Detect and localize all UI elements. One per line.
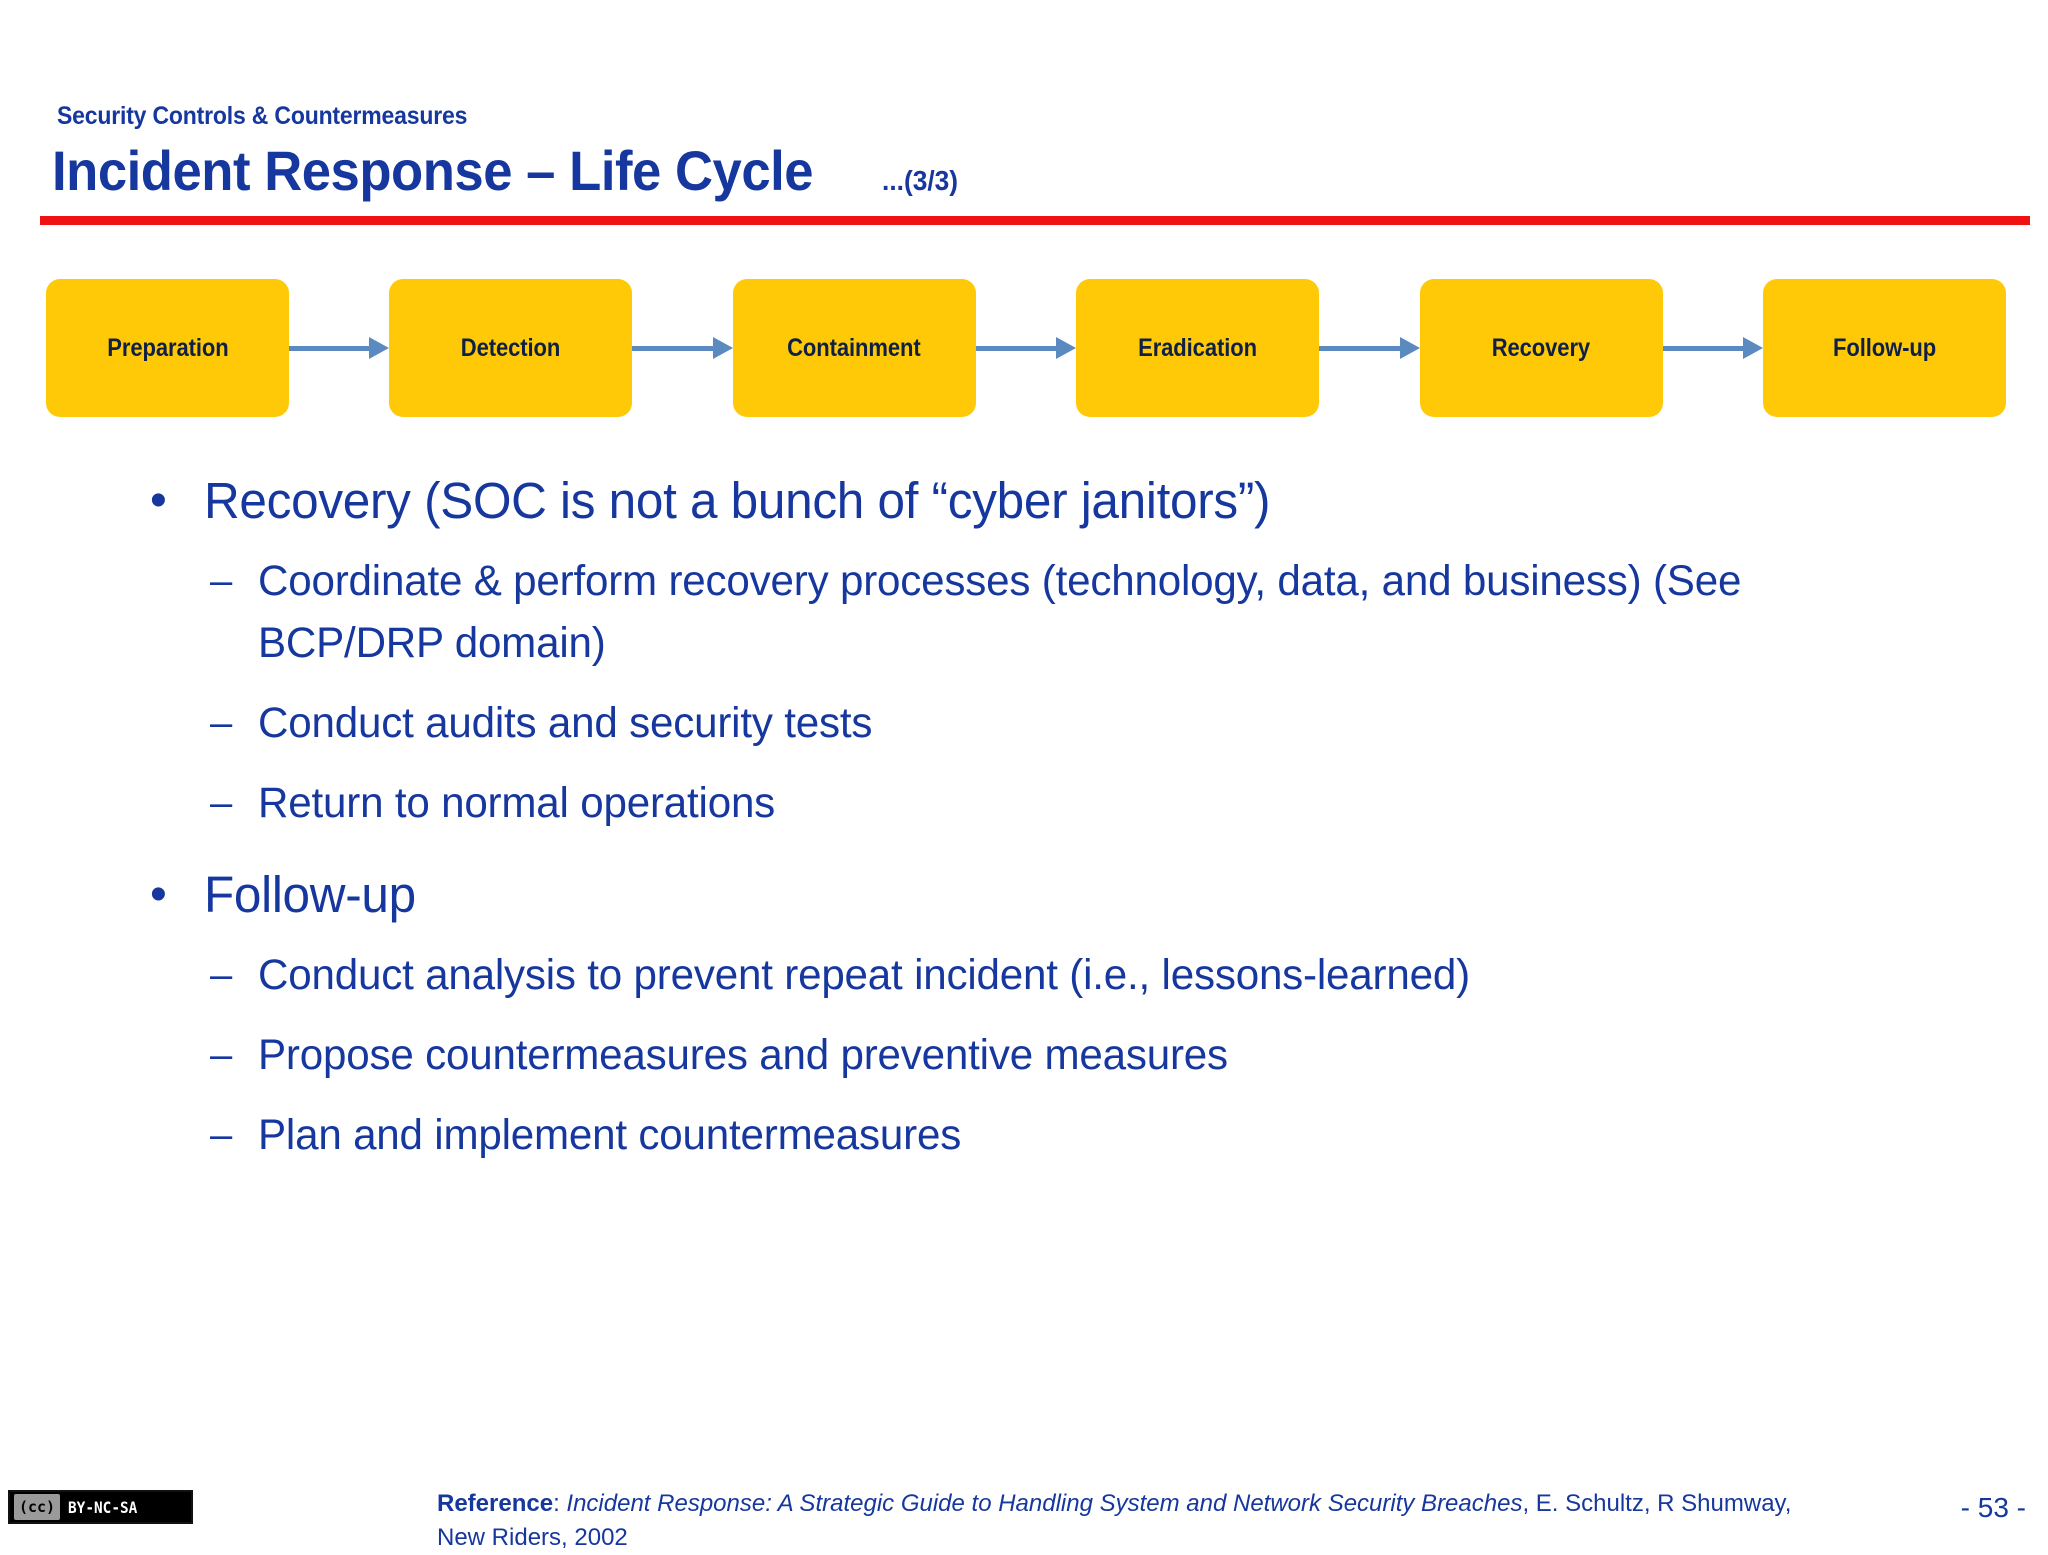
sub-bullet-dash-icon: – — [210, 1113, 233, 1157]
sub-bullet-item: –Plan and implement countermeasures — [210, 1104, 1980, 1166]
slide-body: • Recovery (SOC is not a bunch of “cyber … — [150, 470, 1980, 1166]
arrow-shaft — [632, 345, 715, 351]
flow-step-label: Recovery — [1491, 333, 1591, 362]
flow-arrow-icon — [289, 337, 390, 359]
flow-arrow-icon — [1319, 337, 1420, 359]
reference-note: Reference: Incident Response: A Strategi… — [437, 1487, 1837, 1555]
page-title-suffix: ...(3/3) — [881, 165, 958, 196]
flow-step-follow-up[interactable]: Follow-up — [1763, 279, 2007, 417]
bullet-dot-icon: • — [150, 868, 167, 921]
bullet-item: • Recovery (SOC is not a bunch of “cyber … — [150, 470, 1980, 532]
arrow-shaft — [975, 345, 1059, 351]
sub-bullet-item: –Propose countermeasures and preventive … — [210, 1024, 1980, 1086]
flow-arrow-icon — [632, 337, 733, 359]
flow-step-containment[interactable]: Containment — [732, 279, 976, 417]
cc-icon: (cc) — [14, 1494, 60, 1520]
reference-label: Reference — [437, 1490, 554, 1517]
arrow-head — [1743, 337, 1764, 359]
title-divider — [40, 216, 2030, 225]
sub-bullet-text: Return to normal operations — [258, 779, 776, 827]
flow-step-eradication[interactable]: Eradication — [1076, 279, 1320, 417]
arrow-head — [1056, 337, 1077, 359]
sub-bullet-text: Coordinate & perform recovery processes … — [258, 557, 1742, 667]
sub-bullet-text: Conduct audits and security tests — [258, 699, 873, 747]
sub-bullet-dash-icon: – — [210, 1033, 233, 1077]
arrow-shaft — [1662, 345, 1746, 351]
sub-bullet-item: –Conduct audits and security tests — [210, 692, 1980, 754]
slide-title-row: Incident Response – Life Cycle ...(3/3) — [52, 138, 963, 203]
flow-arrow-icon — [975, 337, 1077, 359]
creative-commons-license-badge: (cc) BY-NC-SA — [8, 1490, 193, 1524]
sub-bullet-item: –Conduct analysis to prevent repeat inci… — [210, 944, 1980, 1006]
flow-step-label: Eradication — [1138, 333, 1258, 362]
sub-bullet-text: Conduct analysis to prevent repeat incid… — [258, 951, 1470, 999]
arrow-shaft — [1319, 345, 1402, 351]
sub-bullet-text: Plan and implement countermeasures — [258, 1111, 962, 1159]
flow-step-label: Preparation — [106, 333, 229, 362]
page-number: - 53 - — [1960, 1492, 2026, 1523]
cc-terms-label: BY-NC-SA — [68, 1497, 138, 1517]
bullet-dot-icon: • — [150, 474, 167, 527]
bullet-text: Follow-up — [204, 866, 416, 923]
page-title: Incident Response – Life Cycle — [52, 139, 814, 202]
sub-bullet-item: –Return to normal operations — [210, 772, 1980, 834]
flow-step-preparation[interactable]: Preparation — [46, 279, 289, 417]
arrow-head — [712, 337, 733, 359]
incident-response-lifecycle-flow: Preparation Detection Containment Eradicati… — [46, 278, 2007, 418]
flow-step-recovery[interactable]: Recovery — [1419, 279, 1663, 417]
flow-step-label: Containment — [787, 333, 922, 362]
flow-step-label: Detection — [461, 333, 561, 362]
flow-step-label: Follow-up — [1832, 333, 1937, 362]
reference-separator: : — [553, 1490, 567, 1517]
slide-eyebrow: Security Controls & Countermeasures — [57, 102, 468, 130]
bullet-gap — [150, 834, 1980, 864]
bullet-item: • Follow-up — [150, 864, 1980, 926]
sub-bullet-dash-icon: – — [210, 953, 233, 997]
reference-title: Incident Response: A Strategic Guide to … — [566, 1490, 1523, 1517]
sub-bullet-dash-icon: – — [210, 559, 233, 603]
flow-step-detection[interactable]: Detection — [389, 279, 633, 417]
bullet-text: Recovery (SOC is not a bunch of “cyber j… — [204, 472, 1271, 529]
sub-bullet-text: Propose countermeasures and preventive m… — [258, 1031, 1228, 1079]
sub-bullet-item: –Coordinate & perform recovery processes… — [210, 550, 1980, 674]
arrow-head — [1399, 337, 1420, 359]
arrow-shaft — [289, 345, 372, 351]
flow-arrow-icon — [1662, 337, 1764, 359]
sub-bullet-dash-icon: – — [210, 701, 233, 745]
arrow-head — [369, 337, 390, 359]
sub-bullet-dash-icon: – — [210, 781, 233, 825]
